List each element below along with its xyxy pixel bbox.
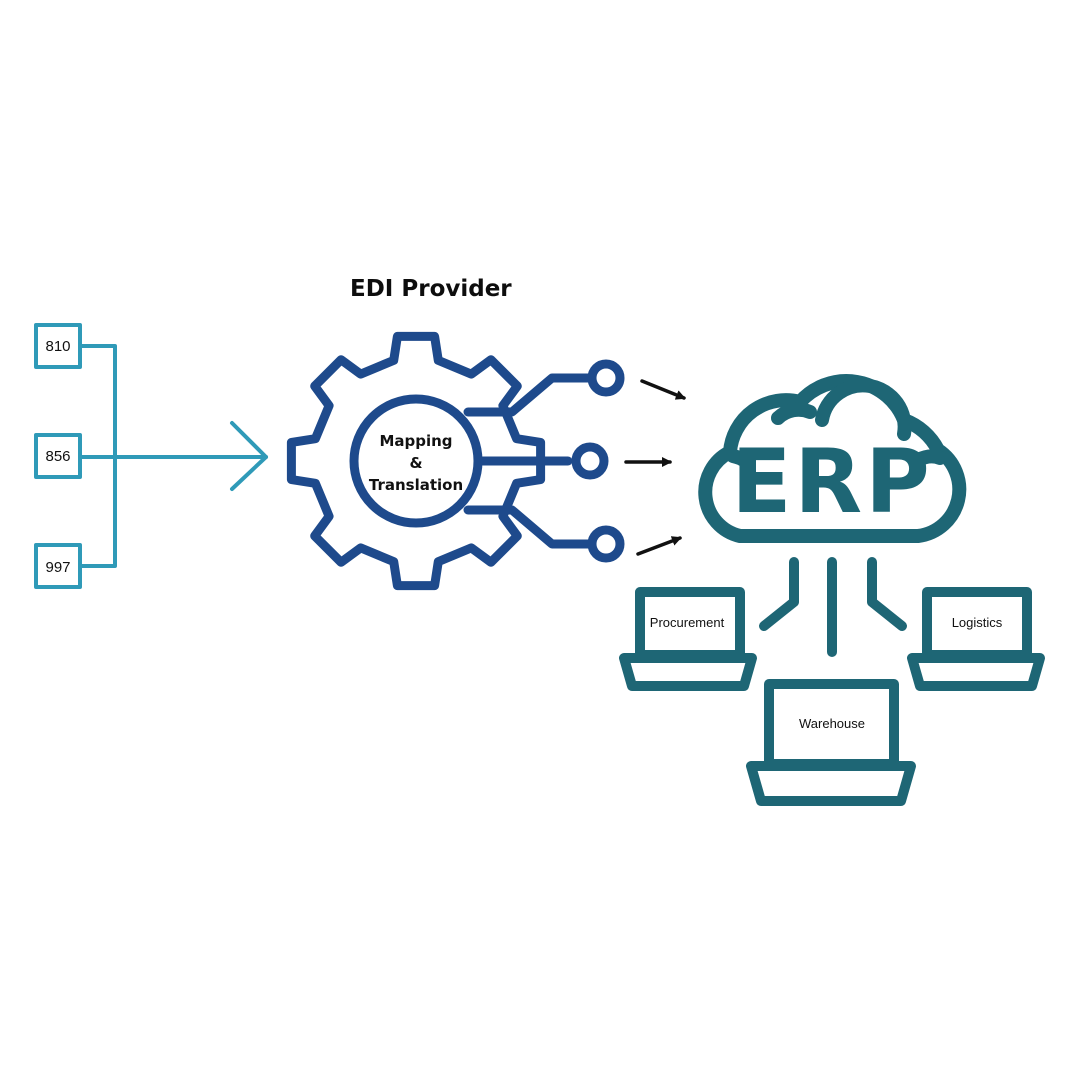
cloud-outline [698,374,967,543]
arrow-top [640,379,686,400]
department-label-warehouse: Warehouse [799,716,865,731]
arrow-bottom [636,536,682,556]
cloud-inner-curve-top-right [815,378,912,441]
laptop-icon-procurement [619,587,757,691]
gear-label-line2: & [409,454,422,472]
laptop-base-warehouse [746,761,916,806]
laptop-base-logistics [907,653,1045,691]
gear-outline [286,331,546,591]
branch-right [867,557,907,631]
gear-connector-top [463,373,595,417]
gear-icon [286,331,625,591]
branch-left [759,557,799,631]
connector-node-middle [571,442,609,480]
department-label-logistics: Logistics [952,615,1003,630]
diagram-title: EDI Provider [350,276,512,302]
document-flow-arrowhead [230,421,268,491]
document-label-997: 997 [45,559,70,576]
flow-arrows [624,379,686,556]
document-label-810: 810 [45,338,70,355]
department-label-procurement: Procurement [650,615,725,630]
document-label-856: 856 [45,448,70,465]
cloud-inner-curve-top-left [771,402,817,425]
laptop-base-procurement [619,653,757,691]
laptop-icon-logistics [907,587,1045,691]
gear-label-line1: Mapping [379,432,452,450]
connector-node-top [587,359,625,397]
gear-label-line3: Translation [369,476,463,494]
cloud-icon [698,374,967,543]
connector-node-bottom [587,525,625,563]
cloud-inner-curve-right [911,449,947,467]
cloud-inner-curve-left [726,449,753,469]
gear-connector-bottom [463,505,595,549]
laptop-icon-warehouse [746,679,916,806]
erp-branches [759,557,907,657]
edi-documents [34,323,268,589]
erp-label: ERP [731,430,932,533]
